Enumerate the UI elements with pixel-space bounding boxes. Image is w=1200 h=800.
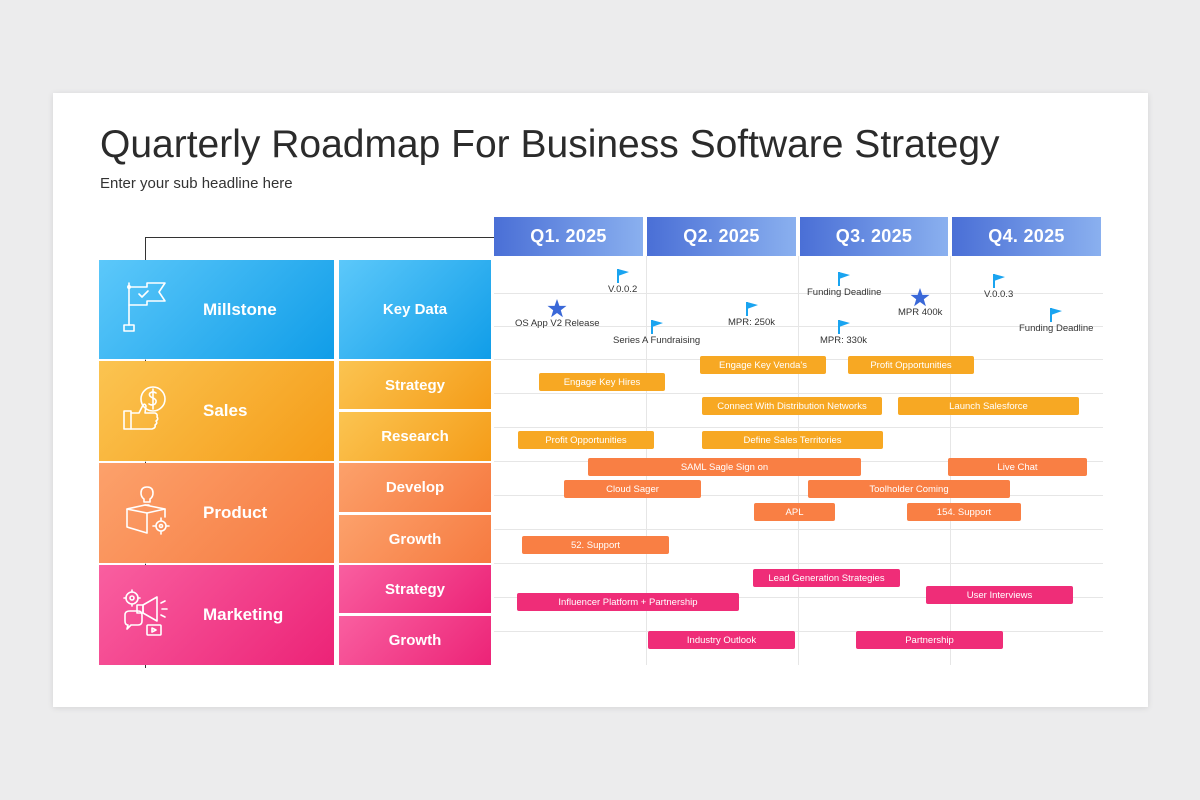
category-label: Product: [203, 503, 268, 522]
grid-hline: [494, 597, 1103, 598]
task-bar[interactable]: 52. Support: [522, 536, 669, 554]
page-title: Quarterly Roadmap For Business Software …: [100, 123, 1000, 166]
row-label-marketing-strategy: Strategy: [339, 565, 491, 613]
task-bar[interactable]: 154. Support: [907, 503, 1021, 521]
milestone-star: MPR 400k: [898, 288, 942, 318]
row-label-product-develop: Develop: [339, 463, 491, 512]
divider: [99, 563, 334, 564]
milestone-label: Funding Deadline: [1019, 323, 1094, 334]
task-bar[interactable]: Define Sales Territories: [702, 431, 883, 449]
grid-hline: [494, 495, 1103, 496]
grid-hline: [494, 563, 1103, 564]
grid-hline: [494, 427, 1103, 428]
task-bar[interactable]: Toolholder Coming: [808, 480, 1010, 498]
task-bar[interactable]: APL: [754, 503, 835, 521]
task-bar[interactable]: Connect With Distribution Networks: [702, 397, 882, 415]
task-bar[interactable]: Industry Outlook: [648, 631, 795, 649]
task-bar[interactable]: Influencer Platform + Partnership: [517, 593, 739, 611]
milestone-flag: Funding Deadline: [807, 271, 881, 298]
slide: Quarterly Roadmap For Business Software …: [53, 93, 1148, 707]
milestone-flag: V.0.0.2: [608, 268, 637, 295]
milestone-label: V.0.0.2: [608, 284, 638, 295]
category-label: Sales: [203, 401, 248, 420]
grid-hline: [494, 529, 1103, 530]
task-bar[interactable]: Engage Key Hires: [539, 373, 665, 391]
grid-hline: [494, 393, 1103, 394]
milestone-label: Funding Deadline: [807, 287, 882, 298]
category-product: Product: [99, 463, 334, 563]
milestone-flag: Funding Deadline: [1019, 307, 1093, 334]
row-label-marketing-growth: Growth: [339, 616, 491, 665]
milestone-flag: MPR: 250k: [728, 301, 775, 328]
row-label-sales-strategy: Strategy: [339, 361, 491, 409]
divider: [99, 461, 334, 462]
category-marketing: Marketing: [99, 565, 334, 665]
divider: [99, 359, 334, 360]
task-bar[interactable]: Partnership: [856, 631, 1003, 649]
task-bar[interactable]: Profit Opportunities: [848, 356, 974, 374]
flag-icon: [121, 277, 171, 342]
task-bar[interactable]: Lead Generation Strategies: [753, 569, 900, 587]
task-bar[interactable]: Cloud Sager: [564, 480, 701, 498]
task-bar[interactable]: User Interviews: [926, 586, 1073, 604]
milestone-label: OS App V2 Release: [515, 318, 600, 329]
category-label: Marketing: [203, 605, 284, 624]
category-millstone: Millstone: [99, 260, 334, 359]
page-subtitle: Enter your sub headline here: [100, 175, 293, 192]
row-label-key-data: Key Data: [339, 260, 491, 359]
task-bar[interactable]: Live Chat: [948, 458, 1087, 476]
task-bar[interactable]: Profit Opportunities: [518, 431, 654, 449]
milestone-label: V.0.0.3: [984, 289, 1014, 300]
box-lightbulb-icon: [121, 485, 173, 542]
task-bar[interactable]: Launch Salesforce: [898, 397, 1079, 415]
quarter-header-q1: Q1. 2025: [494, 217, 643, 256]
milestone-flag: MPR: 330k: [820, 319, 867, 346]
hand-dollar-icon: [121, 383, 173, 440]
task-bar[interactable]: Engage Key Venda's: [700, 356, 826, 374]
milestone-label: MPR: 330k: [820, 335, 867, 346]
category-label: Millstone: [203, 299, 277, 319]
quarter-header-q4: Q4. 2025: [952, 217, 1101, 256]
row-label-sales-research: Research: [339, 412, 491, 461]
grid-hline: [494, 326, 1103, 327]
milestone-label: MPR: 250k: [728, 317, 775, 328]
grid-hline: [494, 631, 1103, 632]
megaphone-icon: [121, 587, 173, 644]
milestone-flag: V.0.0.3: [984, 273, 1013, 300]
row-label-product-growth: Growth: [339, 515, 491, 563]
task-bar[interactable]: SAML Sagle Sign on: [588, 458, 861, 476]
quarter-header-q3: Q3. 2025: [800, 217, 948, 256]
milestone-star: OS App V2 Release: [515, 299, 600, 329]
milestone-label: Series A Fundraising: [613, 335, 701, 346]
quarter-header-q2: Q2. 2025: [647, 217, 796, 256]
milestone-flag: Series A Fundraising: [613, 319, 700, 346]
category-sales: Sales: [99, 361, 334, 461]
milestone-label: MPR 400k: [898, 307, 943, 318]
grid-hline: [494, 293, 1103, 294]
